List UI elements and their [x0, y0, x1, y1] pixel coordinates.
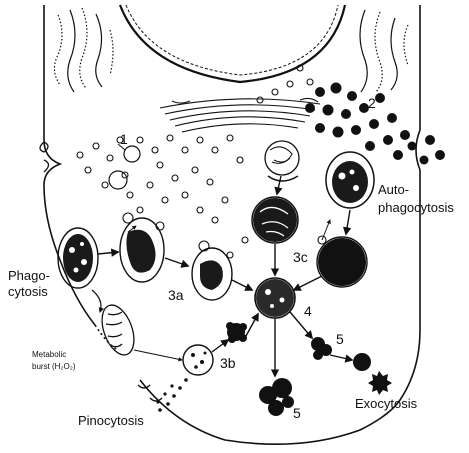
- dense-body: [317, 236, 367, 287]
- label-phagocytosis-1: Phago-: [8, 268, 50, 283]
- exocytosis-granule: [368, 371, 392, 395]
- label-4: 4: [304, 303, 312, 319]
- label-metabolic-2: burst (H₂O₂): [32, 362, 76, 371]
- secondary-lysosome-4: [255, 278, 295, 318]
- label-5-right: 5: [336, 331, 344, 347]
- residual-bodies-5-lower: [259, 378, 294, 416]
- phagosome-particle: [58, 228, 98, 288]
- nucleus: [120, 5, 345, 82]
- label-3b: 3b: [220, 355, 236, 371]
- autophagic-vacuole-3c: [252, 197, 298, 243]
- phagolysosome-fusing: [120, 213, 164, 282]
- label-autophagocytosis-2: phagocytosis: [378, 200, 454, 215]
- label-pinocytosis: Pinocytosis: [78, 413, 144, 428]
- rough-endoplasmic-reticulum: [54, 8, 408, 92]
- mitochondrion: [96, 301, 140, 359]
- label-2: 2: [368, 95, 376, 111]
- label-5-lower: 5: [293, 405, 301, 421]
- primary-lysosome-1: [109, 144, 140, 189]
- label-3a: 3a: [168, 287, 184, 303]
- phagocytosis-arrow-curve: [92, 290, 101, 312]
- autophagic-vacuole-top: [265, 141, 299, 181]
- secondary-lysosome-3a: [192, 241, 232, 300]
- label-exocytosis: Exocytosis: [355, 396, 418, 411]
- label-1: 1: [120, 131, 128, 147]
- pinocytotic-vesicle-3b: [183, 322, 247, 375]
- label-autophagocytosis-1: Auto-: [378, 182, 409, 197]
- golgi-apparatus: [160, 98, 320, 132]
- label-phagocytosis-2: cytosis: [8, 284, 48, 299]
- label-metabolic-1: Metabolic: [32, 350, 66, 359]
- cell-membrane: [44, 5, 420, 444]
- label-3c: 3c: [293, 249, 308, 265]
- autophagic-vacuole-right: [326, 152, 374, 208]
- pinocytosis-droplets: [156, 378, 187, 412]
